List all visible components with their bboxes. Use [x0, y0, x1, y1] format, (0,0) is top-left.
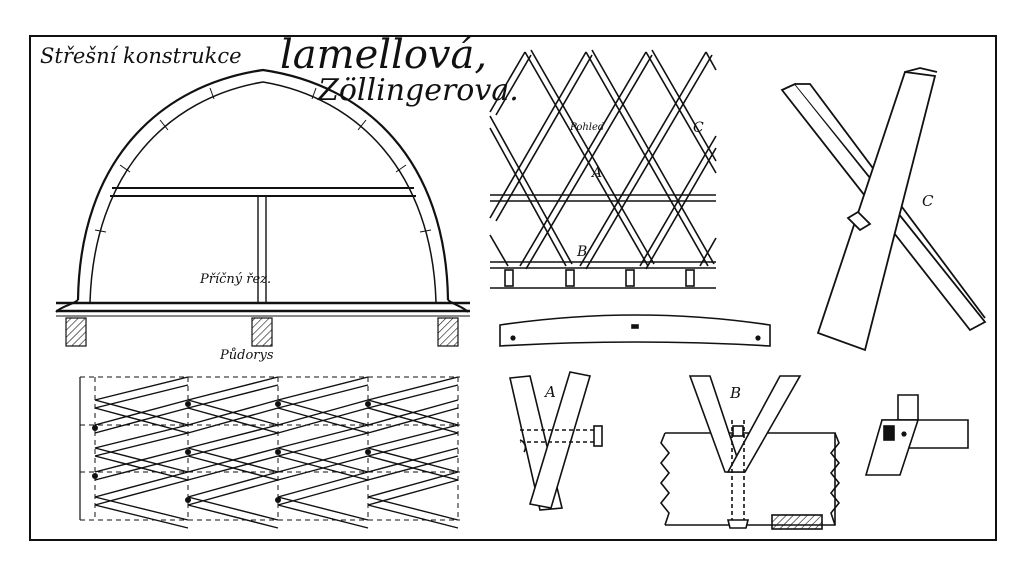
lattice-view-drawing [489, 49, 717, 289]
cross-section-drawing [55, 68, 470, 347]
joint-a-detail-drawing [509, 371, 603, 511]
joint-b-detail-drawing [659, 375, 841, 530]
label-floor-plan: Půdorys [220, 348, 274, 363]
label-joint-a-view: A [592, 165, 603, 181]
joint-c-large-drawing [780, 67, 987, 352]
lamella-element-drawing [499, 314, 771, 347]
title-zollinger: Zöllingerova. [318, 73, 519, 108]
title-roof-construction: Střešní konstrukce [40, 44, 242, 68]
label-view: Pohled [570, 122, 605, 133]
floor-plan-drawing [79, 376, 460, 529]
label-joint-a-detail: A [545, 383, 556, 401]
label-joint-c-view: C [693, 120, 704, 136]
side-joint-detail-drawing [864, 394, 969, 476]
label-cross-section: Příčný řez. [200, 272, 272, 287]
label-joint-c-large: C [922, 192, 934, 210]
frame-border [29, 35, 997, 541]
label-joint-b-detail: B [730, 384, 742, 402]
label-joint-b-view: B [577, 244, 588, 260]
title-lamella: lamellová, [280, 32, 488, 78]
